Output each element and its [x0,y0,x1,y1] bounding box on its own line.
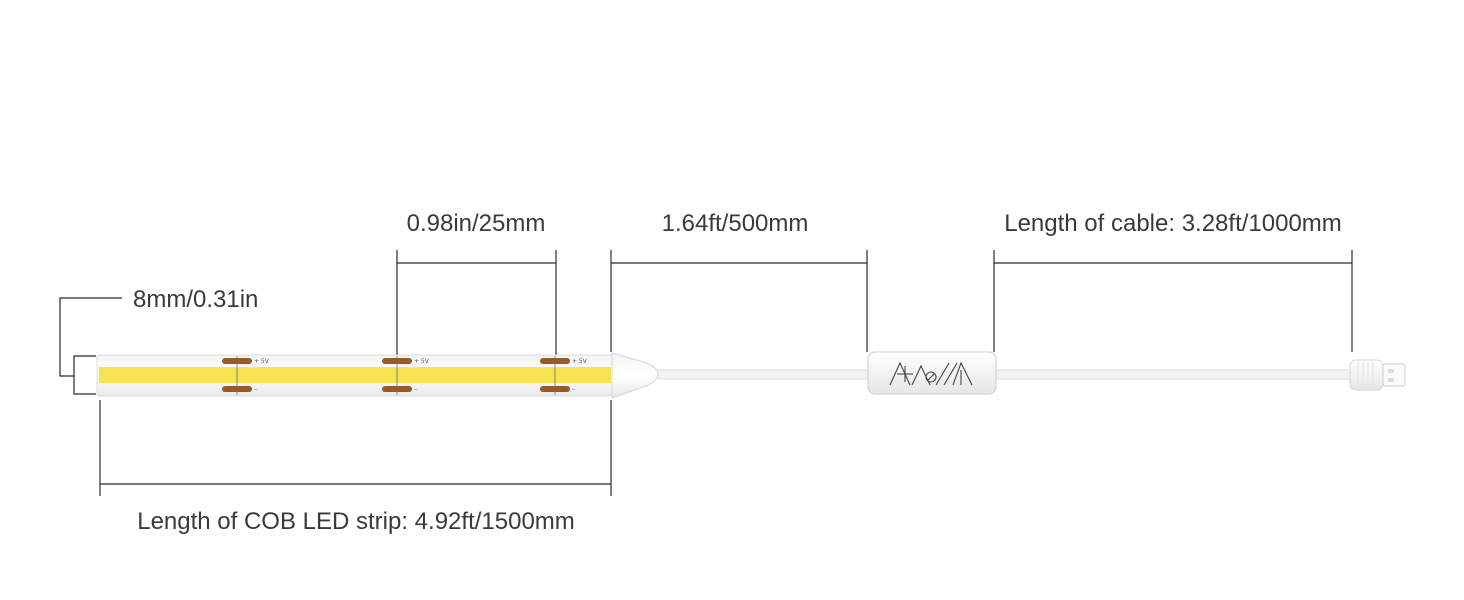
lead-wire [654,369,871,380]
pad-negative-label: – [414,386,417,393]
cable-length-label: Length of cable: 3.28ft/1000mm [1004,210,1342,237]
usb-contact-hole [1388,378,1394,382]
usb-connector-shell [1382,363,1406,387]
power-icon[interactable] [889,361,913,386]
strip-length-dimension: Length of COB LED strip: 4.92ft/1500mm [99,400,612,535]
inline-controller [867,351,997,395]
cable [654,369,1357,380]
usb-cable [993,369,1357,380]
pad-positive-label: + 5V [254,358,270,365]
cut-interval-label: 0.98in/25mm [407,210,546,237]
pad-positive-label: + 5V [414,358,430,365]
pad-negative-label: – [254,386,257,393]
end-cap [611,352,659,399]
lead-wire-dimension: 1.64ft/500mm [610,210,868,352]
pad-positive-label: + 5V [572,358,588,365]
cut-point: + 5V – [540,356,588,395]
usb-plug-icon [1349,359,1406,391]
usb-plug-housing [1349,359,1384,391]
cob-led-strip: + 5V – + 5V – + 5V – [96,352,659,399]
cut-point: + 5V – [382,356,430,395]
pad-negative-label: – [572,386,575,393]
width-leader-line [59,297,122,377]
cut-point: + 5V – [222,356,270,395]
usb-contact-hole [1388,369,1394,373]
dimmer-icon[interactable] [911,364,937,386]
strip-width-label: 8mm/0.31in [133,286,258,313]
cable-length-dimension: Length of cable: 3.28ft/1000mm [993,210,1353,352]
width-dimension: 8mm/0.31in [59,286,258,395]
lead-wire-label: 1.64ft/500mm [662,210,809,237]
controller-body [867,351,997,395]
led-band [99,367,611,383]
brightness-up-icon[interactable] [935,361,973,386]
cut-interval-dimension: 0.98in/25mm [396,210,557,360]
width-bracket [73,355,96,395]
strip-length-label: Length of COB LED strip: 4.92ft/1500mm [137,508,575,535]
